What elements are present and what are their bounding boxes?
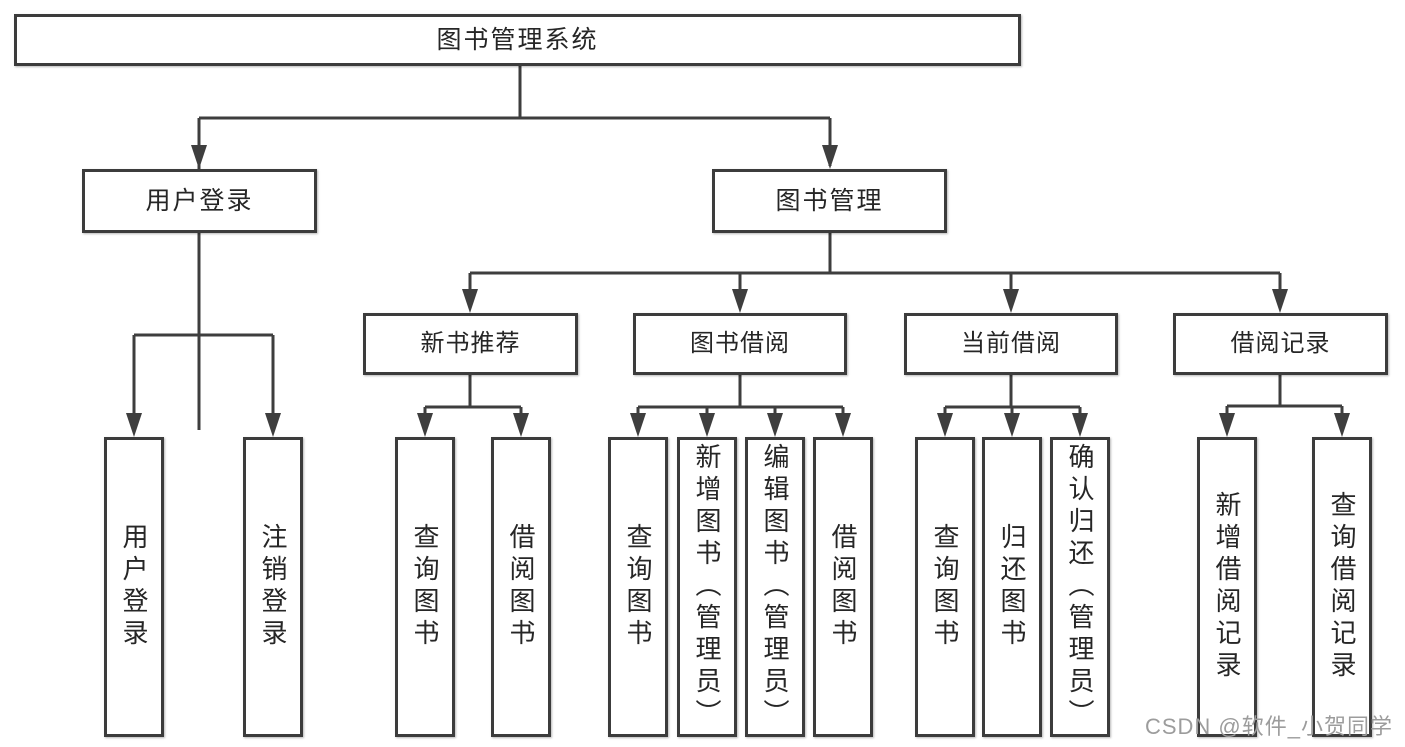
leaf-return-books: 归还图书 <box>982 437 1042 737</box>
leaf-query-books-recommend-label: 查询图书 <box>410 523 440 651</box>
leaf-user-login-label: 用户登录 <box>119 523 149 651</box>
leaf-query-borrow-record-label: 查询借阅记录 <box>1327 491 1357 683</box>
leaf-query-books-borrow: 查询图书 <box>608 437 668 737</box>
leaf-query-books-recommend: 查询图书 <box>395 437 455 737</box>
leaf-borrow-books-label: 借阅图书 <box>828 523 858 651</box>
leaf-add-books-admin-label: 新增图书（管理员） <box>692 443 722 731</box>
leaf-add-borrow-record-label: 新增借阅记录 <box>1212 491 1242 683</box>
node-new-book-recommend-label: 新书推荐 <box>420 330 521 357</box>
node-new-book-recommend: 新书推荐 <box>363 313 578 375</box>
leaf-query-borrow-record: 查询借阅记录 <box>1312 437 1372 737</box>
leaf-add-borrow-record: 新增借阅记录 <box>1197 437 1257 737</box>
node-current-borrowing-label: 当前借阅 <box>961 330 1061 357</box>
node-root-label: 图书管理系统 <box>436 25 599 54</box>
leaf-edit-books-admin-label: 编辑图书（管理员） <box>760 443 790 731</box>
leaf-confirm-return-admin-label: 确认归还（管理员） <box>1065 443 1095 731</box>
watermark: CSDN @软件_小贺同学 <box>1144 714 1393 739</box>
node-current-borrowing: 当前借阅 <box>904 313 1118 375</box>
leaf-query-books-borrow-label: 查询图书 <box>623 523 653 651</box>
node-book-borrowing: 图书借阅 <box>633 313 847 375</box>
leaf-borrow-books-recommend-label: 借阅图书 <box>506 523 536 651</box>
node-book-management-label: 图书管理 <box>775 186 884 215</box>
arrowheads <box>126 145 1350 437</box>
node-borrow-records-label: 借阅记录 <box>1230 330 1331 357</box>
leaf-confirm-return-admin: 确认归还（管理员） <box>1050 437 1110 737</box>
leaf-borrow-books: 借阅图书 <box>813 437 873 737</box>
node-book-borrowing-label: 图书借阅 <box>690 330 790 357</box>
leaf-return-books-label: 归还图书 <box>997 523 1027 651</box>
leaf-add-books-admin: 新增图书（管理员） <box>677 437 737 737</box>
leaf-logout-label: 注销登录 <box>258 523 288 651</box>
node-borrow-records: 借阅记录 <box>1173 313 1388 375</box>
node-user-login-label: 用户登录 <box>145 186 254 215</box>
node-book-management: 图书管理 <box>712 169 947 233</box>
node-user-login: 用户登录 <box>82 169 317 233</box>
connector-lines <box>132 66 1344 432</box>
leaf-query-books-current-label: 查询图书 <box>930 523 960 651</box>
leaf-user-login: 用户登录 <box>104 437 164 737</box>
node-root: 图书管理系统 <box>14 14 1021 66</box>
leaf-logout: 注销登录 <box>243 437 303 737</box>
leaf-query-books-current: 查询图书 <box>915 437 975 737</box>
leaf-edit-books-admin: 编辑图书（管理员） <box>745 437 805 737</box>
leaf-borrow-books-recommend: 借阅图书 <box>491 437 551 737</box>
